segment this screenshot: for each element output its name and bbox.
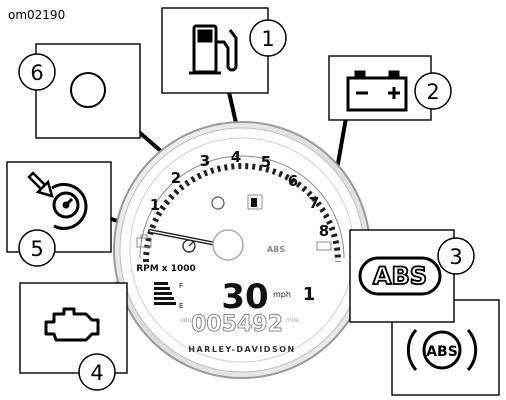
callout-6-blank: 6 xyxy=(18,43,141,139)
gauge-lamp-engine xyxy=(136,234,152,248)
scale-number-2: 2 xyxy=(171,169,181,187)
gear-reading: 1 xyxy=(303,284,316,305)
callout-badge-1 xyxy=(249,19,287,57)
callout-5-security: 5 xyxy=(6,161,112,267)
tick-arc xyxy=(143,163,341,263)
lcd-display: F E 30 mph 1 odo 005492 mile xyxy=(154,277,316,338)
scale-number-5: 5 xyxy=(261,153,271,171)
security-speedometer-icon xyxy=(27,171,88,230)
scale-number-1: 1 xyxy=(150,196,160,214)
abs-text-icon-frame xyxy=(358,256,442,296)
tachometer-gauge: 1 2 3 4 5 6 7 8 ABS xyxy=(113,121,371,379)
scale-number-3: 3 xyxy=(200,152,210,170)
rpm-label: RPM x 1000 xyxy=(136,264,196,274)
callout-1-fuel: 1 xyxy=(161,7,287,94)
callout-badge-2 xyxy=(414,72,452,110)
blank-circle-icon xyxy=(70,72,106,108)
check-engine-icon xyxy=(44,307,100,342)
gauge-lamp-battery xyxy=(316,241,332,251)
fuel-full-label: F xyxy=(179,282,183,290)
callout-number-1: 1 xyxy=(261,27,274,51)
scale-numbers: 1 2 3 4 5 6 7 8 xyxy=(150,148,329,240)
callout-4-engine: 4 xyxy=(19,282,128,391)
callout-badge-6 xyxy=(18,53,56,91)
callout-number-6: 6 xyxy=(30,61,43,85)
figure-id: om02190 xyxy=(8,8,66,22)
callout-number-3: 3 xyxy=(449,245,462,269)
scale-number-8: 8 xyxy=(319,222,329,240)
callout-3-abs: ABS 3 xyxy=(349,229,475,323)
callout-number-5: 5 xyxy=(30,237,43,261)
callout-number-4: 4 xyxy=(90,361,103,385)
speed-reading: 30 xyxy=(221,277,268,317)
gauge-lamp-abs: ABS xyxy=(267,245,285,254)
callout-badge-4 xyxy=(78,353,116,391)
callout-badge-5 xyxy=(18,229,56,267)
abs-text-icon-label: ABS xyxy=(373,262,427,290)
gauge-lamp-fuel xyxy=(247,194,263,210)
callout-number-2: 2 xyxy=(426,80,439,104)
battery-icon xyxy=(346,70,408,112)
fuel-pump-icon xyxy=(189,24,238,75)
speed-unit: mph xyxy=(273,290,291,299)
callout-box-6 xyxy=(35,43,141,139)
odometer-prefix: odo xyxy=(180,317,191,324)
abs-circle-icon xyxy=(406,329,478,371)
callout-badge-3 xyxy=(437,237,475,275)
fuel-empty-label: E xyxy=(179,302,183,310)
scale-number-6: 6 xyxy=(288,172,298,190)
odometer-reading: 005492 xyxy=(191,312,283,337)
scale-number-7: 7 xyxy=(309,194,319,212)
brand-label: HARLEY-DAVIDSON xyxy=(188,345,295,354)
gauge-lamp-blank xyxy=(211,196,225,210)
scale-number-4: 4 xyxy=(231,148,241,166)
tick-arc-outer xyxy=(139,155,345,259)
abs-circle-label: ABS xyxy=(426,344,458,360)
odometer-suffix: mile xyxy=(286,317,299,324)
callout-2-battery: 2 xyxy=(328,55,452,121)
needle-hub xyxy=(212,229,244,261)
